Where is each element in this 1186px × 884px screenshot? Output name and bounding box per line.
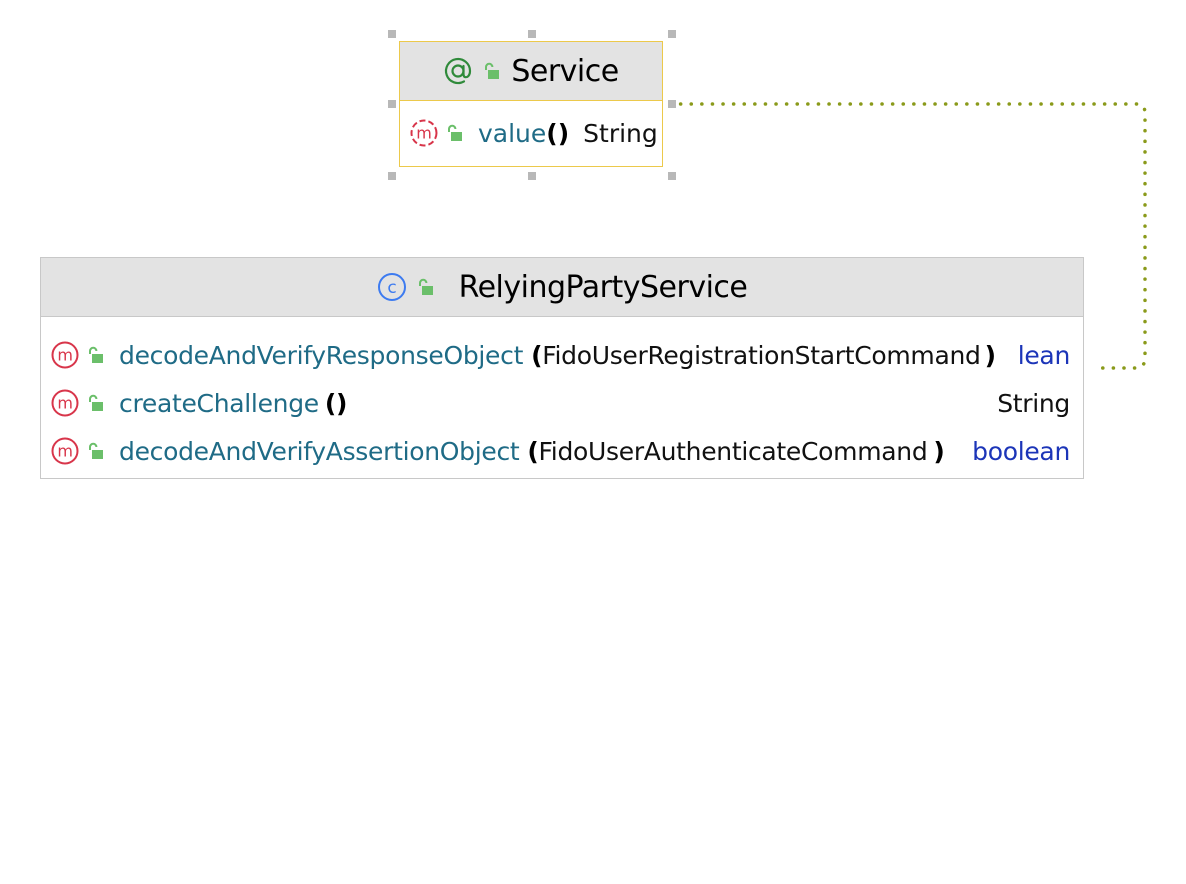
method-icon: m xyxy=(51,389,79,417)
svg-text:m: m xyxy=(416,124,432,143)
public-lock-icon xyxy=(446,124,464,142)
method-parens: () xyxy=(324,388,348,418)
class-member-create-challenge[interactable]: m createChallenge () String xyxy=(41,379,1083,427)
service-node-title: Service xyxy=(511,53,619,89)
method-name: value xyxy=(478,118,547,148)
svg-text:m: m xyxy=(57,442,72,461)
method-name: createChallenge xyxy=(119,388,319,418)
selection-handle-middle-right[interactable] xyxy=(668,100,676,108)
public-lock-icon xyxy=(87,394,105,412)
return-type: String xyxy=(583,118,658,148)
method-name: decodeAndVerifyResponseObject xyxy=(119,340,524,370)
method-icon: m xyxy=(51,437,79,465)
selection-handle-top-center[interactable] xyxy=(528,30,536,38)
class-member-decode-and-verify-response-object[interactable]: m decodeAndVerifyResponseObject ( FidoUs… xyxy=(41,331,1083,379)
class-icon: c xyxy=(377,272,407,302)
selection-handle-bottom-right[interactable] xyxy=(668,172,676,180)
return-type: String xyxy=(997,388,1070,418)
svg-text:m: m xyxy=(57,394,72,413)
public-lock-icon xyxy=(87,442,105,460)
class-member-decode-and-verify-assertion-object[interactable]: m decodeAndVerifyAssertionObject ( FidoU… xyxy=(41,427,1083,475)
close-paren: ) xyxy=(984,340,996,370)
class-members-list: m decodeAndVerifyResponseObject ( FidoUs… xyxy=(41,317,1083,475)
return-type: boolean xyxy=(972,436,1070,466)
public-lock-icon xyxy=(417,278,435,296)
public-lock-icon xyxy=(87,346,105,364)
service-annotation-node[interactable]: Service m value () String xyxy=(399,41,663,167)
method-icon: m xyxy=(51,341,79,369)
parameter-type: FidoUserAuthenticateCommand xyxy=(538,436,928,466)
selection-handle-top-left[interactable] xyxy=(388,30,396,38)
open-paren: ( xyxy=(531,340,543,370)
relying-party-service-class-node[interactable]: c RelyingPartyService m xyxy=(40,257,1084,479)
service-member-value[interactable]: m value () String xyxy=(400,101,662,165)
return-type: lean xyxy=(1017,340,1071,370)
svg-text:c: c xyxy=(387,278,396,298)
selection-handle-top-right[interactable] xyxy=(668,30,676,38)
close-paren: ) xyxy=(933,436,945,466)
method-icon: m xyxy=(410,119,438,147)
service-node-header: Service xyxy=(400,42,662,101)
svg-text:m: m xyxy=(57,346,72,365)
open-paren: ( xyxy=(527,436,539,466)
class-node-title: RelyingPartyService xyxy=(458,269,748,305)
selection-handle-bottom-left[interactable] xyxy=(388,172,396,180)
class-node-header: c RelyingPartyService xyxy=(41,258,1083,317)
method-parens: () xyxy=(546,118,570,148)
selection-handle-bottom-center[interactable] xyxy=(528,172,536,180)
annotation-icon xyxy=(443,56,473,86)
method-name: decodeAndVerifyAssertionObject xyxy=(119,436,520,466)
public-lock-icon xyxy=(483,62,501,80)
selection-handle-middle-left[interactable] xyxy=(388,100,396,108)
parameter-type: FidoUserRegistrationStartCommand xyxy=(542,340,981,370)
